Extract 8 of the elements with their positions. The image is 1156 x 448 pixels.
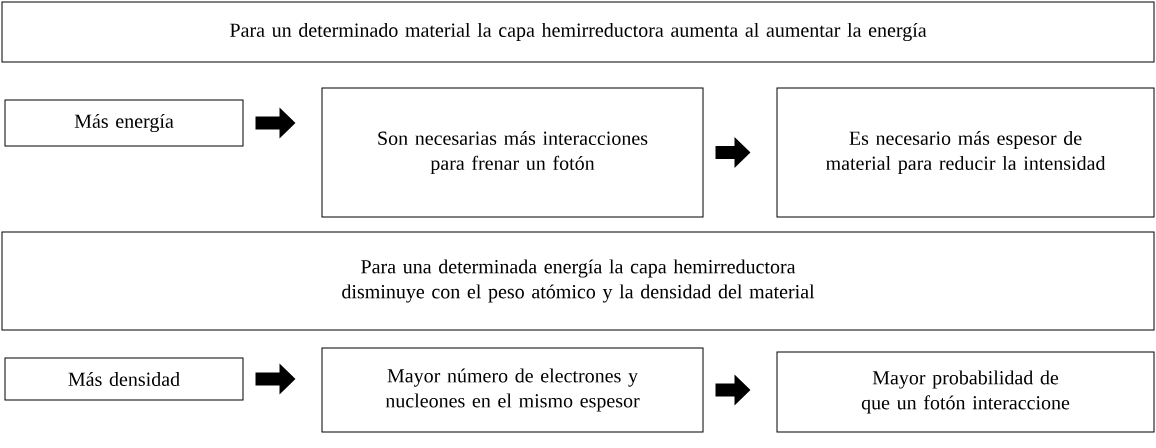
- text-box: Para un determinado material la capa hemirreductora aumenta al aumentar la energía: [1, 1, 1155, 63]
- text-box: Para una determinada energía la capa hemirreductora disminuye con el peso atómico y la densidad del material: [1, 231, 1155, 331]
- text-box: Es necesario más espesor de material para reducir la intensidad: [776, 87, 1155, 218]
- text-box: Mayor probabilidad de que un fotón interaccione: [776, 351, 1155, 433]
- text-box: Más densidad: [4, 357, 244, 401]
- text-box: Son necesarias más interacciones para frenar un fotón: [321, 87, 704, 218]
- text-box: Más energía: [4, 99, 244, 147]
- text-box: Mayor número de electrones y nucleones en el mismo espesor: [321, 347, 704, 433]
